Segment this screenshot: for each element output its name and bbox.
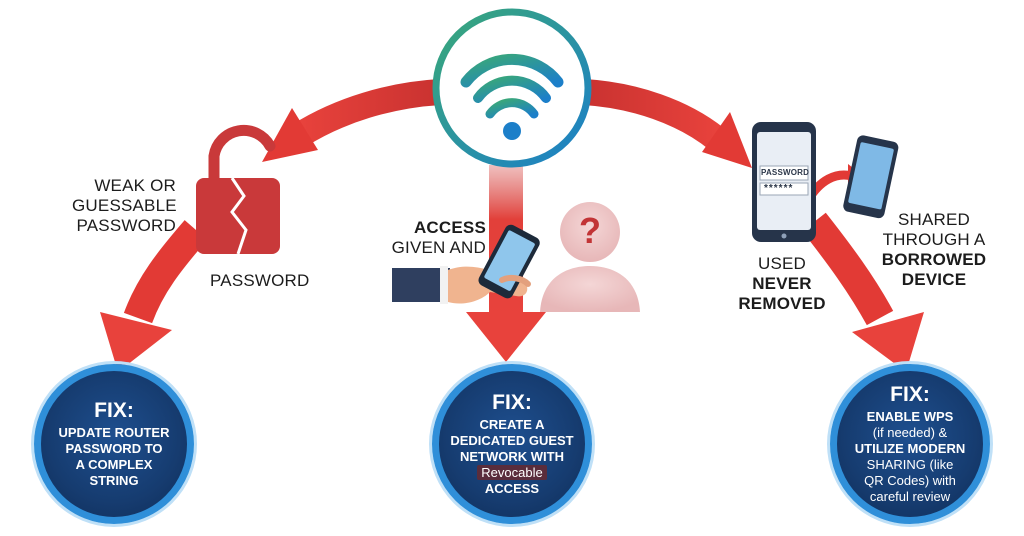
label-weak-line-1: WEAK OR (94, 176, 176, 195)
phone-password-mask: ****** (764, 183, 794, 194)
hand-phone-icon (392, 224, 540, 304)
fix-1-line-3: A COMPLEX (75, 456, 153, 472)
label-weak-line-3: PASSWORD (76, 216, 176, 235)
label-removed: REMOVED (738, 294, 826, 313)
arrow-hub-to-phone (583, 79, 752, 168)
unknown-person-icon (540, 202, 640, 312)
arrow-lock-to-fix-1 (100, 220, 208, 372)
label-shared-line-2: THROUGH A (882, 230, 986, 249)
fix-3-line-6: careful review (869, 488, 951, 504)
fix-2-title: FIX: (492, 390, 532, 414)
fix-2-line-5: ACCESS (484, 480, 540, 496)
label-access-line-1: ACCESS (413, 218, 486, 237)
fix-1-line-4: STRING (89, 472, 139, 488)
phone-icon (752, 122, 816, 242)
fix-2-line-2: DEDICATED GUEST (450, 432, 574, 448)
fix-1-line-2: PASSWORD TO (65, 440, 163, 456)
fix-2-line-4: Revocable (477, 464, 547, 480)
fix-3-title: FIX: (890, 382, 930, 406)
fix-3-line-4: SHARING (like (866, 456, 954, 472)
fix-3-line-3: UTILIZE MODERN (854, 440, 966, 456)
question-mark: ? (579, 210, 602, 251)
fix-3-line-5: QR Codes) with (864, 472, 956, 488)
label-used: USED (757, 254, 807, 273)
fix-circle-update-password: FIX: UPDATE ROUTER PASSWORD TO A COMPLEX… (34, 364, 194, 524)
label-shared-line-4: DEVICE (901, 270, 967, 289)
label-never: NEVER (752, 274, 812, 293)
label-used-never-removed: USED NEVER REMOVED (736, 254, 828, 314)
broken-lock-icon (196, 124, 280, 255)
fix-2-line-1: CREATE A (479, 416, 545, 432)
label-shared-borrowed: SHARED THROUGH A BORROWED DEVICE (876, 210, 992, 290)
arrow-hub-to-lock (262, 79, 441, 162)
arrow-phone-to-fix-3 (802, 212, 924, 372)
fix-2-line-3: NETWORK WITH (460, 448, 564, 464)
wifi-hub (432, 8, 592, 168)
fix-1-line-1: UPDATE ROUTER (58, 424, 170, 440)
borrowed-phone-icon (843, 135, 899, 219)
fix-3-line-1: ENABLE WPS (866, 408, 954, 424)
label-weak-line-2: GUESSABLE (72, 196, 177, 215)
fix-circle-guest-network: FIX: CREATE A DEDICATED GUEST NETWORK WI… (432, 364, 592, 524)
fix-1-title: FIX: (94, 398, 134, 422)
label-shared-line-1: SHARED (897, 210, 971, 229)
fix-3-line-2: (if needed) & (872, 424, 948, 440)
wifi-icon (460, 53, 564, 119)
label-shared-line-3: BORROWED (881, 250, 987, 269)
label-password: PASSWORD (210, 271, 310, 290)
label-weak-password: WEAK OR GUESSABLE PASSWORD (72, 176, 177, 236)
label-access-given: ACCESS GIVEN AND (368, 218, 486, 258)
fix-circle-wps-sharing: FIX: ENABLE WPS (if needed) & UTILIZE MO… (830, 364, 990, 524)
label-access-line-2: GIVEN AND (391, 238, 486, 257)
phone-password-field-label: PASSWORD (761, 168, 810, 177)
